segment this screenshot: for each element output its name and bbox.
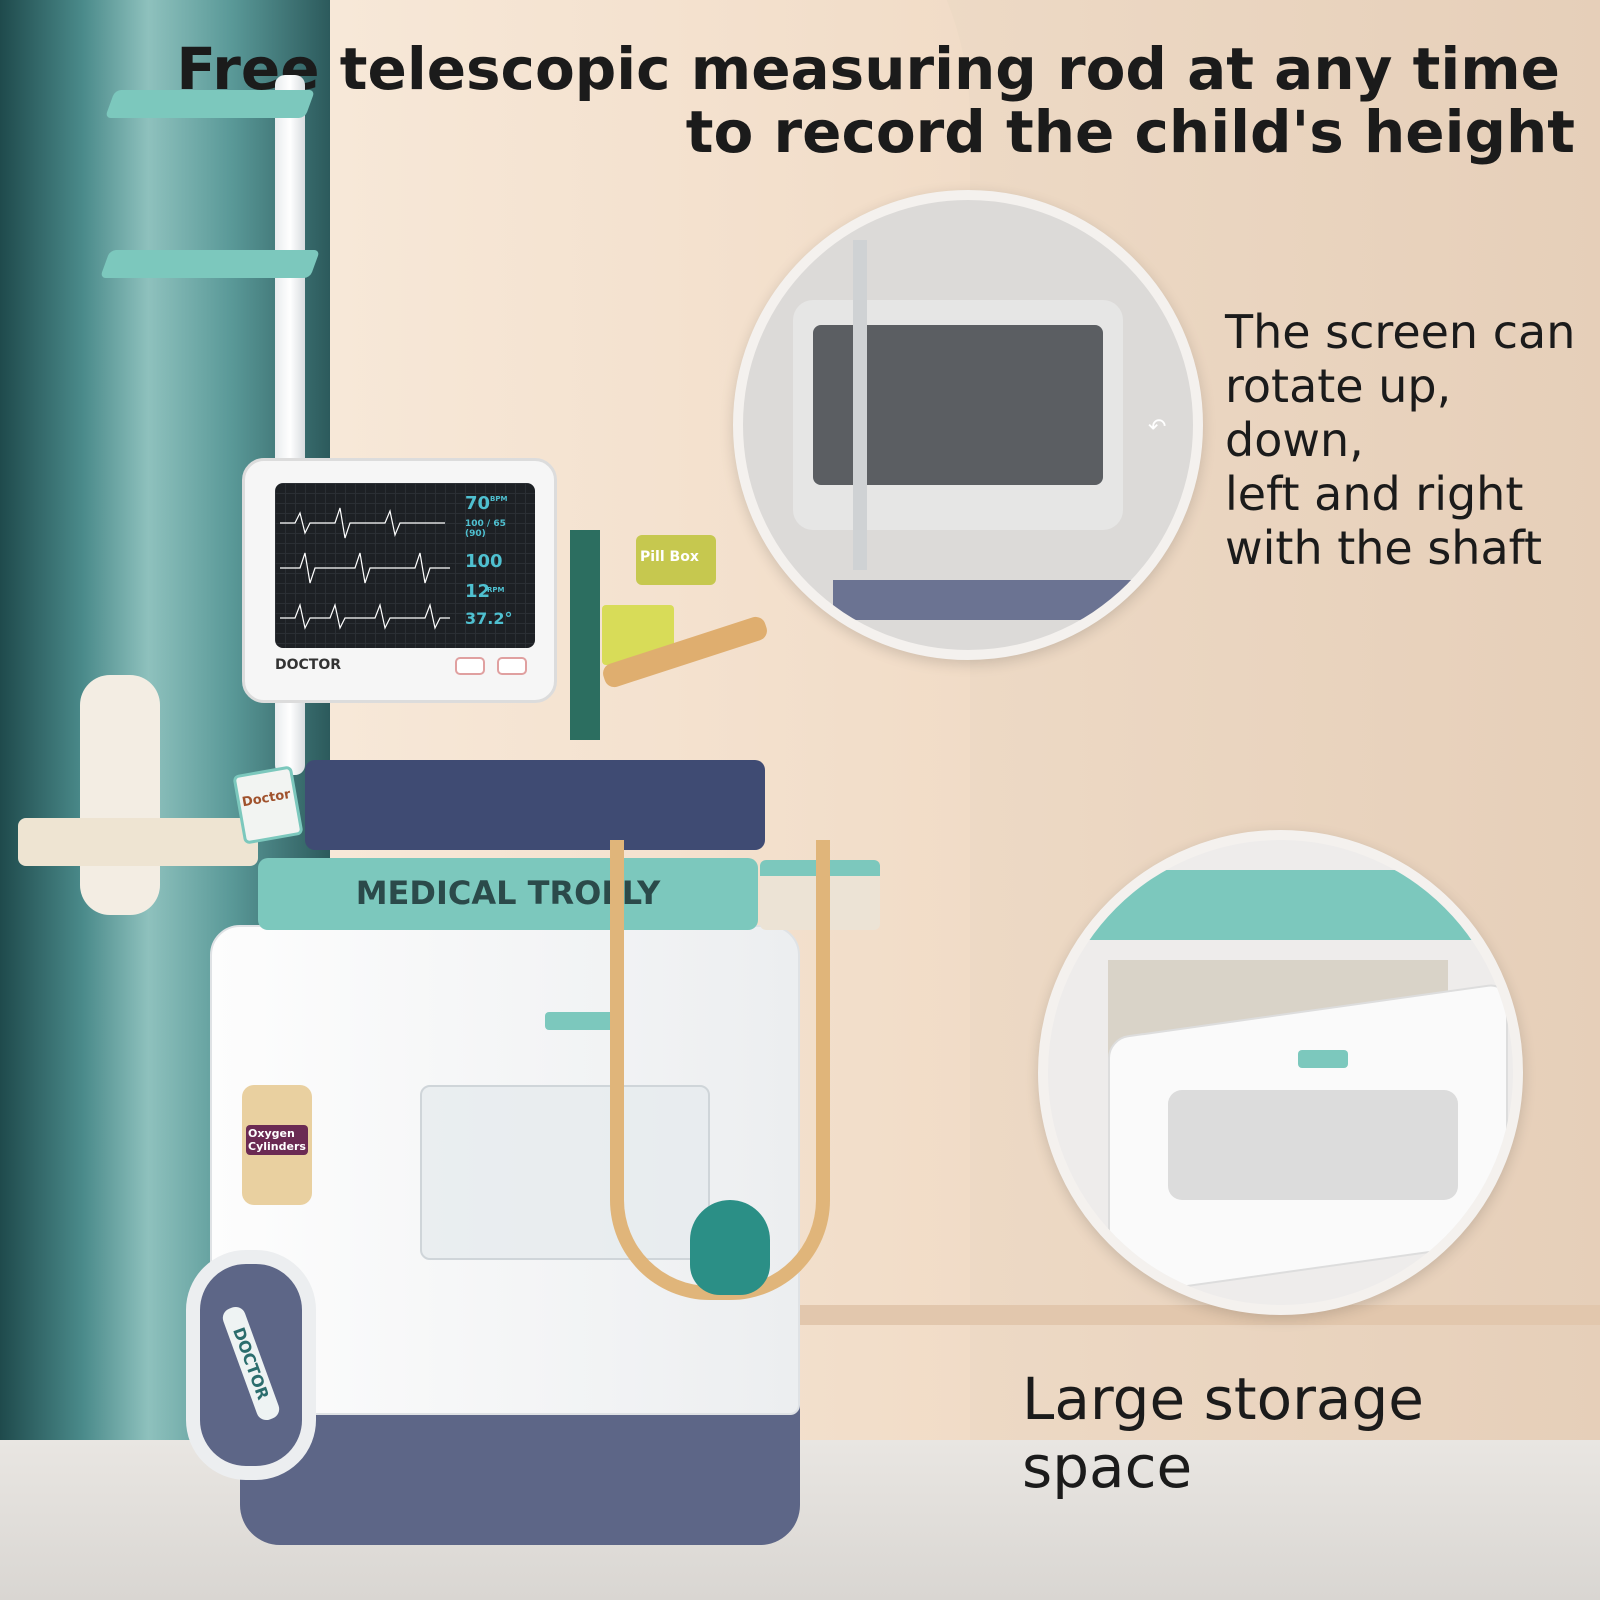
side-tray: [18, 818, 258, 866]
oxygen-label: Oxygen Cylinders: [246, 1125, 308, 1155]
wheel-label: DOCTOR: [220, 1304, 282, 1423]
skirting-board: [780, 1305, 1600, 1325]
height-shelf[interactable]: [99, 250, 321, 278]
rotating-screen-detail: ↶: [733, 190, 1203, 660]
headline-line-2: to record the child's height: [685, 98, 1575, 166]
heart-button[interactable]: [497, 657, 527, 675]
wheel: DOCTOR: [186, 1250, 316, 1480]
storage-feature-text: Large storage space: [1022, 1365, 1424, 1501]
pill-box: Pill Box: [636, 535, 716, 585]
rack-pole: [570, 530, 600, 740]
tool-tray: [305, 760, 765, 850]
feature-line: rotate up, down,: [1225, 359, 1452, 467]
temperature-value: 37.2°: [465, 609, 513, 628]
oxygen-cylinder: Oxygen Cylinders: [242, 1085, 312, 1205]
drawer-handle[interactable]: [545, 1012, 615, 1030]
spo2-value: 100: [465, 551, 503, 572]
blood-pressure-value: 100 / 65 (90): [465, 519, 506, 539]
screen-feature-text: The screen can rotate up, down, left and…: [1225, 305, 1600, 575]
respiration-value: 12: [465, 581, 491, 602]
band-label: MEDICAL TROLLY: [355, 874, 661, 912]
respiration-unit: RPM: [487, 586, 505, 594]
doctor-card: Doctor: [232, 765, 304, 845]
pulse-unit: BPM: [490, 495, 508, 503]
vitals-monitor[interactable]: 70 BPM 100 / 65 (90) 100 12 RPM 37.2° DO…: [242, 458, 557, 703]
monitor-screen: 70 BPM 100 / 65 (90) 100 12 RPM 37.2°: [275, 483, 535, 648]
height-shelf[interactable]: [104, 90, 316, 118]
storage-detail: [1038, 830, 1523, 1315]
stethoscope-chestpiece: [690, 1200, 770, 1295]
trolley-base: [240, 1405, 800, 1545]
pulse-value: 70: [465, 493, 491, 514]
feature-line: left and right: [1225, 467, 1524, 521]
rotate-arrow-icon: ↶: [1148, 415, 1167, 440]
storage-drawer[interactable]: [420, 1085, 710, 1260]
feature-line: The screen can: [1225, 305, 1576, 359]
alarm-button[interactable]: [455, 657, 485, 675]
sanitizer-bottle: [80, 675, 160, 915]
monitor-brand: DOCTOR: [275, 657, 342, 673]
ecg-waves: [280, 507, 450, 630]
headline-line-1: Free telescopic measuring rod at any tim…: [176, 35, 1560, 103]
feature-line: with the shaft: [1225, 521, 1543, 575]
